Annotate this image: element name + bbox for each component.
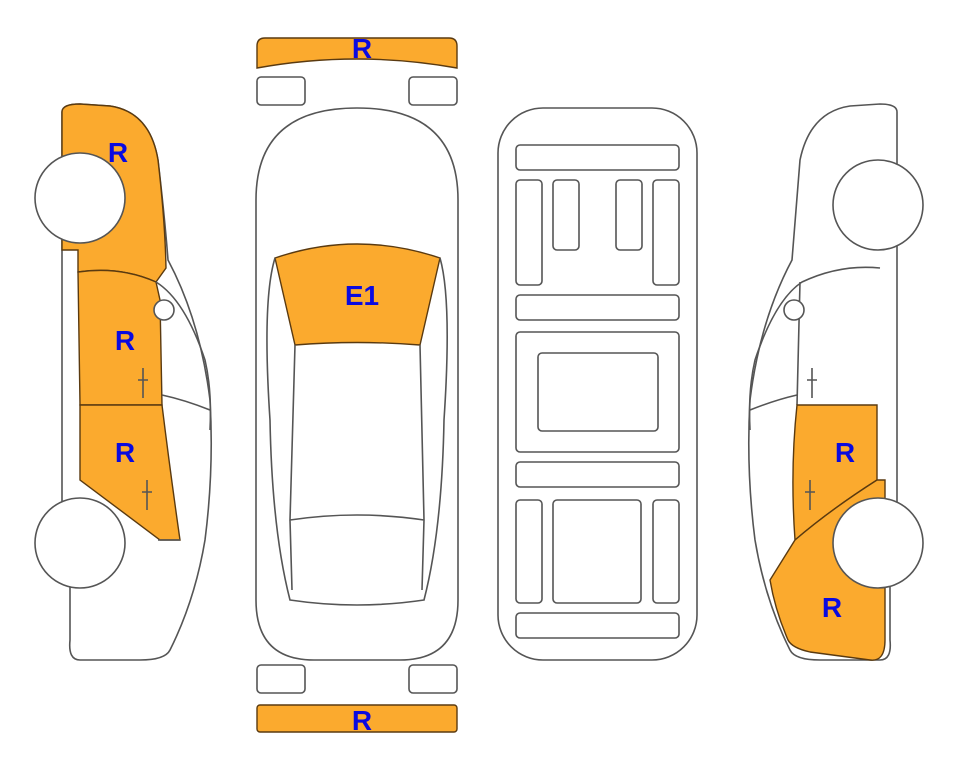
- windshield-label: E1: [345, 280, 379, 311]
- left-front-door-damage[interactable]: [77, 269, 163, 406]
- top-body-outline: [255, 107, 459, 661]
- front-bumper-damage[interactable]: [256, 37, 458, 69]
- left-door-handle-rear: [142, 480, 152, 510]
- underbody-outline: [497, 107, 698, 661]
- rear-bumper-label: R: [352, 705, 372, 736]
- underbody-panel: [515, 612, 680, 639]
- rear-left-light: [256, 664, 306, 694]
- front-left-light: [256, 76, 306, 106]
- left-front-fender-label: R: [108, 137, 128, 168]
- right-rear-fender-label: R: [822, 592, 842, 623]
- cabin-outline: [266, 257, 448, 606]
- right-door-handle-rear: [805, 480, 815, 510]
- left-side-view: R R R: [34, 103, 213, 661]
- right-rear-door-label: R: [835, 437, 855, 468]
- underbody-panel: [515, 294, 680, 321]
- left-front-door-label: R: [115, 325, 135, 356]
- right-door-handle-front: [807, 368, 817, 398]
- underbody-panel: [652, 499, 680, 604]
- left-front-wheel: [34, 152, 126, 244]
- underbody-panel: [615, 179, 643, 251]
- left-door-handle-front: [138, 368, 148, 398]
- left-window-line: [155, 281, 212, 541]
- underbody-panel: [552, 179, 580, 251]
- underbody-panel: [515, 499, 543, 604]
- left-rear-wheel: [34, 497, 126, 589]
- underbody-view: [497, 107, 698, 661]
- underbody-panel: [515, 331, 680, 453]
- left-rear-door-label: R: [115, 437, 135, 468]
- right-mirror: [783, 299, 805, 321]
- right-rear-wheel: [832, 497, 924, 589]
- underbody-panel: [652, 179, 680, 286]
- underbody-panel: [515, 461, 680, 488]
- underbody-panel: [552, 499, 642, 604]
- underbody-panel: [537, 352, 659, 432]
- front-right-light: [408, 76, 458, 106]
- underbody-panel: [515, 144, 680, 171]
- left-mirror: [153, 299, 175, 321]
- right-front-wheel: [832, 159, 924, 251]
- right-side-view: R R: [747, 103, 924, 661]
- underbody-panel: [515, 179, 543, 286]
- rear-right-light: [408, 664, 458, 694]
- top-view: R E1 R: [255, 33, 459, 736]
- front-bumper-label: R: [352, 33, 372, 64]
- rear-bumper-damage[interactable]: [256, 704, 458, 733]
